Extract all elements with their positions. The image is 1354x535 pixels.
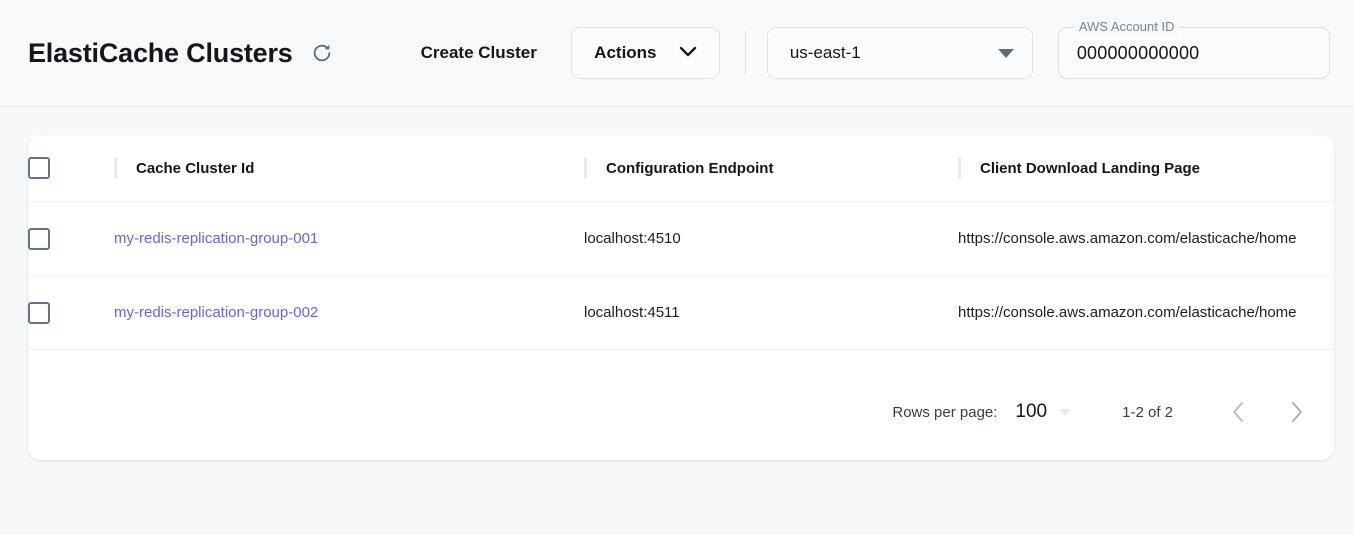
cluster-link[interactable]: my-redis-replication-group-002 <box>114 304 319 321</box>
rows-per-page-select[interactable]: 100 <box>1015 401 1072 423</box>
table-header: Cache Cluster Id Configuration Endpoint … <box>28 135 1334 202</box>
cell-configuration-endpoint: localhost:4510 <box>584 201 958 276</box>
create-cluster-button[interactable]: Create Cluster <box>420 43 537 62</box>
row-checkbox[interactable] <box>28 227 50 250</box>
aws-account-id-field[interactable]: AWS Account ID 000000000000 <box>1057 19 1330 79</box>
select-all-cell <box>28 135 114 202</box>
row-select-cell <box>28 275 114 350</box>
pagination-range: 1-2 of 2 <box>1122 403 1173 421</box>
content-area: Cache Cluster Id Configuration Endpoint … <box>0 107 1354 488</box>
chevron-right-icon[interactable] <box>1274 392 1318 432</box>
cell-client-download-landing-page: https://console.aws.amazon.com/elasticac… <box>958 275 1334 350</box>
header-divider <box>744 31 746 75</box>
title-group: ElastiCache Clusters <box>28 38 335 69</box>
aws-account-id-label: AWS Account ID <box>1073 19 1180 35</box>
select-all-checkbox[interactable] <box>28 157 50 179</box>
clusters-table: Cache Cluster Id Configuration Endpoint … <box>28 135 1334 350</box>
column-header-configuration-endpoint[interactable]: Configuration Endpoint <box>584 135 958 202</box>
rows-per-page-label: Rows per page: <box>892 403 998 421</box>
cell-client-download-landing-page: https://console.aws.amazon.com/elasticac… <box>958 201 1334 276</box>
refresh-icon[interactable] <box>309 40 335 66</box>
cell-cache-cluster-id: my-redis-replication-group-002 <box>114 275 584 350</box>
caret-down-icon <box>997 48 1014 58</box>
caret-down-icon <box>1059 408 1072 416</box>
column-header-cache-cluster-id[interactable]: Cache Cluster Id <box>114 135 584 202</box>
region-select[interactable]: us-east-1 <box>766 27 1033 79</box>
page-title: ElastiCache Clusters <box>28 37 293 68</box>
region-select-value: us-east-1 <box>789 43 861 62</box>
actions-button-label: Actions <box>594 43 657 62</box>
table-row[interactable]: my-redis-replication-group-002 localhost… <box>28 275 1334 350</box>
table-header-row: Cache Cluster Id Configuration Endpoint … <box>28 135 1334 202</box>
row-select-cell <box>28 201 114 276</box>
column-header-client-download-landing-page[interactable]: Client Download Landing Page <box>958 135 1334 202</box>
rows-per-page-value: 100 <box>1015 401 1048 422</box>
cell-cache-cluster-id: my-redis-replication-group-001 <box>114 201 584 276</box>
column-separator <box>114 157 117 179</box>
clusters-card: Cache Cluster Id Configuration Endpoint … <box>28 135 1334 460</box>
chevron-left-icon[interactable] <box>1216 392 1260 432</box>
column-header-label: Cache Cluster Id <box>136 159 255 177</box>
pagination: Rows per page: 100 1-2 of 2 <box>892 392 1318 432</box>
table-row[interactable]: my-redis-replication-group-001 localhost… <box>28 201 1334 276</box>
column-header-label: Client Download Landing Page <box>980 159 1201 177</box>
column-header-label: Configuration Endpoint <box>606 159 774 177</box>
chevron-down-icon <box>679 44 697 62</box>
aws-account-id-value: 000000000000 <box>1076 42 1200 63</box>
table-body: my-redis-replication-group-001 localhost… <box>28 201 1334 350</box>
column-separator <box>958 157 961 179</box>
cell-configuration-endpoint: localhost:4511 <box>584 275 958 350</box>
cluster-link[interactable]: my-redis-replication-group-001 <box>114 230 319 247</box>
row-checkbox[interactable] <box>28 301 50 324</box>
column-separator <box>584 157 587 179</box>
app-header: ElastiCache Clusters Create Cluster Acti… <box>0 0 1354 107</box>
actions-button[interactable]: Actions <box>570 27 720 79</box>
